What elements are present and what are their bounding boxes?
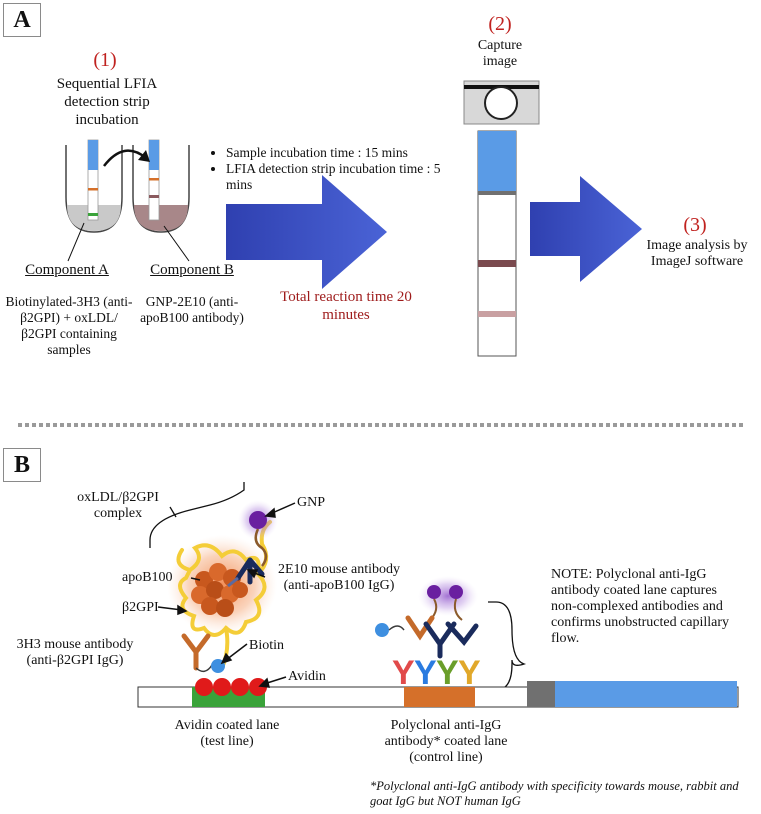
antibody-3h3: [181, 633, 225, 673]
bullet-sample-time: Sample incubation time : 15 mins: [226, 145, 442, 161]
gnp-particle: [238, 500, 278, 567]
footnote: *Polyclonal anti-IgG antibody with speci…: [370, 779, 739, 808]
label-control-lane: Polyclonal anti-IgG antibody* coated lan…: [384, 718, 508, 765]
b2gpi-chain: [176, 543, 267, 637]
label-gnp: GNP: [297, 495, 326, 510]
label-biotin: Biotin: [249, 638, 285, 653]
svg-text:Y: Y: [414, 654, 437, 692]
bracket-control: [488, 601, 527, 691]
bracket-complex: [149, 482, 245, 548]
scanner-icon: [463, 80, 540, 125]
label-apob100: apoB100: [122, 570, 173, 585]
step3-title: Image analysis by ImageJ software: [646, 238, 748, 269]
control-lane: [404, 687, 475, 707]
pointer-component-b: [163, 225, 190, 262]
control-antibody-cluster: [375, 576, 479, 659]
conjugate-pad: [527, 681, 555, 707]
component-a-title: Component A: [25, 262, 109, 278]
svg-text:Y: Y: [392, 654, 415, 692]
tube-component-b: [132, 139, 190, 233]
label-pointers: [157, 502, 296, 688]
sample-pad: [555, 681, 737, 707]
component-b-title: Component B: [150, 262, 234, 278]
polyclonal-y-antibodies: Y Y Y Y: [392, 654, 481, 692]
label-2e10: 2E10 mouse antibody (anti-apoB100 IgG): [277, 562, 401, 593]
panel-label-b: B: [3, 448, 41, 482]
flow-arrow-1: [226, 175, 387, 289]
step1-title: Sequential LFIA detection strip incubati…: [56, 76, 158, 128]
label-complex: oxLDL/β2GPI complex: [77, 490, 159, 521]
label-test-lane: Avidin coated lane (test line): [174, 718, 280, 749]
avidin-beads: [195, 678, 267, 696]
step3-number: (3): [683, 214, 707, 236]
lfia-strip-large: [477, 130, 517, 357]
flow-arrow-2: [530, 176, 642, 282]
step2-number: (2): [488, 13, 512, 35]
pointer-component-a: [67, 222, 85, 262]
transfer-arrow: [103, 149, 150, 167]
note-text: NOTE: Polyclonal anti-IgG antibody coate…: [551, 567, 730, 646]
incubation-bullets: Sample incubation time : 15 mins LFIA de…: [212, 145, 442, 193]
total-reaction-time: Total reaction time 20 minutes: [280, 289, 412, 323]
component-a-desc: Biotinylated-3H3 (anti-β2GPI) + oxLDL/β2…: [5, 294, 133, 357]
antibody-2e10: [227, 557, 265, 588]
label-avidin: Avidin: [288, 669, 326, 684]
tube-component-a: [65, 139, 123, 233]
panel-label-a: A: [3, 3, 41, 37]
step1-number: (1): [93, 49, 117, 71]
label-3h3: 3H3 mouse antibody (anti-β2GPI IgG): [16, 637, 134, 668]
svg-text:Y: Y: [436, 654, 459, 692]
step2-title: Capture image: [477, 38, 523, 69]
label-b2gpi: β2GPI: [122, 600, 159, 615]
svg-text:Y: Y: [458, 654, 481, 692]
component-b-desc: GNP-2E10 (anti-apoB100 antibody): [140, 294, 244, 325]
bullet-strip-time: LFIA detection strip incubation time : 5…: [226, 161, 442, 193]
